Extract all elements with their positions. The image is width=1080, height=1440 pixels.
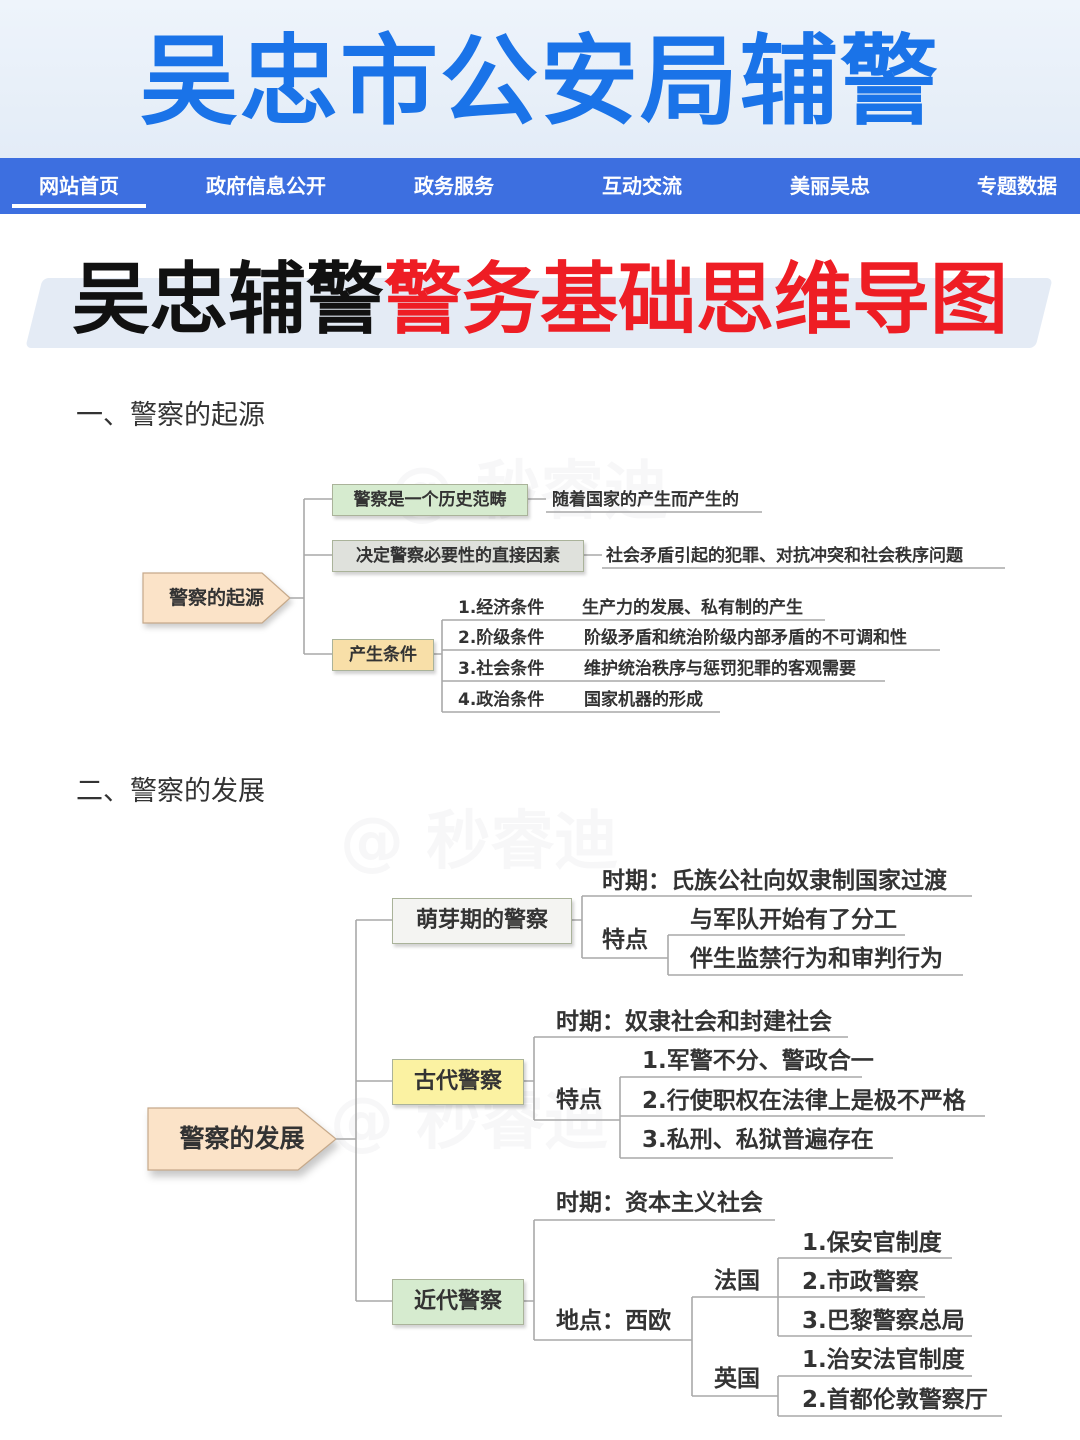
branch-modern-police: 近代警察 [392,1279,524,1325]
sprout-feature-label: 特点 [602,927,648,953]
origin-root-node: 警察的起源 [168,587,264,609]
england-item: 1.治安法官制度 [802,1347,965,1373]
condition-desc: 生产力的发展、私有制的产生 [582,598,803,618]
banner-title-red: 警务基础思维导图 [384,255,1009,345]
branch-sprout-police: 萌芽期的警察 [392,898,572,944]
site-title: 吴忠市公安局辅警 [139,25,940,139]
nav-item-gov-info[interactable]: 政府信息公开 [206,174,326,198]
ancient-feature: 2.行使职权在法律上是极不严格 [642,1088,966,1114]
nav-item-interaction[interactable]: 互动交流 [602,174,682,198]
condition-desc: 维护统治秩序与惩罚犯罪的客观需要 [584,659,856,679]
ancient-feature: 3.私刑、私狱普遍存在 [642,1127,874,1153]
condition-name: 3.社会条件 [458,659,545,679]
sprout-feature: 与军队开始有了分工 [690,907,897,933]
section-heading-development: 二、警察的发展 [76,776,265,807]
origin-branch-conditions: 产生条件 [332,639,434,671]
modern-place: 地点：西欧 [556,1308,671,1334]
nav-item-services[interactable]: 政务服务 [414,174,494,198]
modern-period: 时期：资本主义社会 [556,1190,763,1216]
sprout-period: 时期：氏族公社向奴隶制国家过渡 [602,868,947,894]
banner-title: 吴忠辅警警务基础思维导图 [0,248,1080,352]
watermark: @ 秒睿迪 [340,805,619,879]
origin-branch-necessity: 决定警察必要性的直接因素 [332,540,584,572]
ancient-feature-label: 特点 [556,1087,602,1113]
origin-detail-historical: 随着国家的产生而产生的 [552,490,739,510]
section-heading-origin: 一、警察的起源 [76,400,265,431]
development-root-node: 警察的发展 [179,1124,305,1153]
condition-name: 1.经济条件 [458,598,545,618]
nav-item-home[interactable]: 网站首页 [39,174,119,198]
banner-title-black: 吴忠辅警 [71,255,384,345]
france-item: 3.巴黎警察总局 [802,1308,965,1334]
condition-desc: 国家机器的形成 [584,690,703,710]
nav-item-beautiful-wuzhong[interactable]: 美丽吴忠 [790,174,870,198]
ancient-feature: 1.军警不分、警政合一 [642,1048,874,1074]
origin-branch-historical: 警察是一个历史范畴 [332,484,528,516]
france-item: 1.保安官制度 [802,1230,942,1256]
site-header: 吴忠市公安局辅警 [0,0,1080,158]
modern-england-label: 英国 [714,1366,760,1392]
ancient-period: 时期：奴隶社会和封建社会 [556,1009,832,1035]
sprout-feature: 伴生监禁行为和审判行为 [690,946,943,972]
origin-detail-necessity: 社会矛盾引起的犯罪、对抗冲突和社会秩序问题 [606,546,963,566]
france-item: 2.市政警察 [802,1269,919,1295]
condition-name: 4.政治条件 [458,690,545,710]
main-nav: 网站首页 政府信息公开 政务服务 互动交流 美丽吴忠 专题数据 [0,158,1080,214]
nav-active-indicator [12,204,146,208]
england-item: 2.首都伦敦警察厅 [802,1387,988,1413]
modern-france-label: 法国 [714,1268,760,1294]
branch-ancient-police: 古代警察 [392,1059,524,1105]
nav-item-topic-data[interactable]: 专题数据 [977,174,1057,198]
condition-desc: 阶级矛盾和统治阶级内部矛盾的不可调和性 [584,628,907,648]
condition-name: 2.阶级条件 [458,628,545,648]
